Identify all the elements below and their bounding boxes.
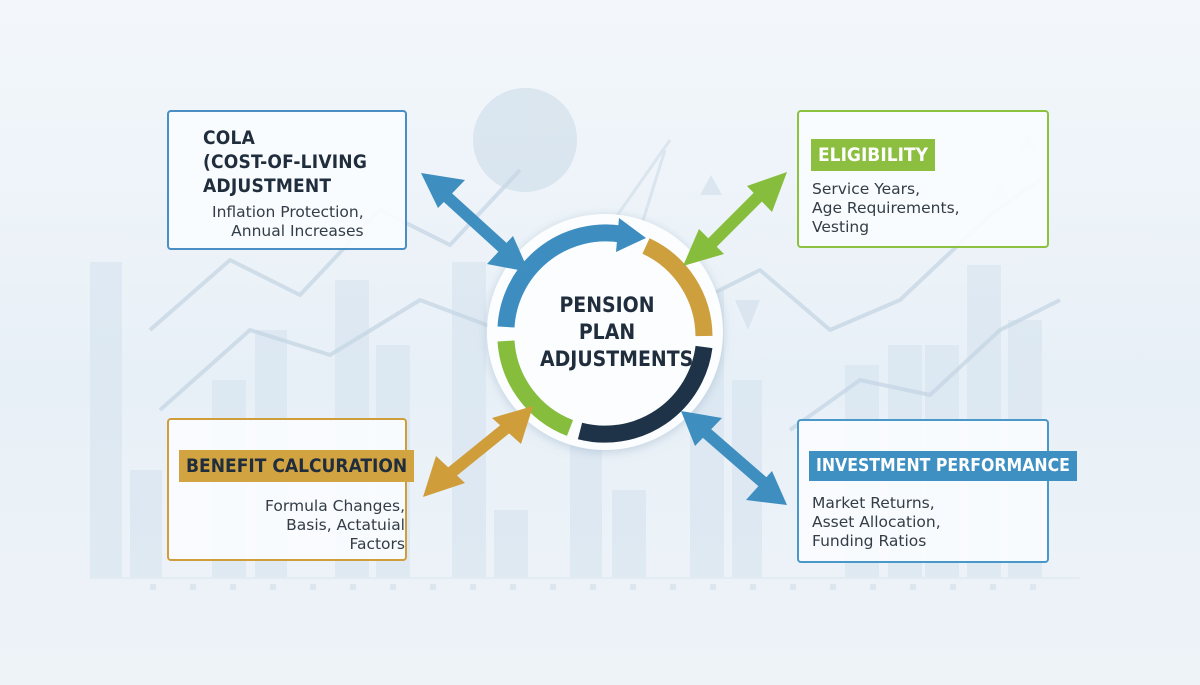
cycle-arrowhead-blue	[616, 218, 646, 252]
arrow-eligibility	[683, 172, 787, 266]
cola-description: Inflation Protection, Annual Increases	[212, 203, 364, 240]
cola-card: COLA (COST-OF-LIVING ADJUSTMENT Inflatio…	[167, 110, 407, 250]
investment-performance-card: INVESTMENT PERFORMANCE Market Returns, A…	[797, 419, 1077, 563]
benefit-title-tag: BENEFIT CALCURATION	[179, 450, 415, 482]
investment-title-tag: INVESTMENT PERFORMANCE	[809, 451, 1077, 481]
investment-description: Market Returns, Asset Allocation, Fundin…	[812, 494, 941, 550]
cycle-segment-green	[497, 340, 574, 436]
eligibility-description: Service Years, Age Requirements, Vesting	[812, 180, 960, 236]
center-disc	[487, 214, 723, 450]
arrow-investment	[681, 411, 787, 505]
benefit-calculation-card: BENEFIT CALCURATION Formula Changes, Bas…	[167, 418, 415, 561]
cola-title: COLA (COST-OF-LIVING ADJUSTMENT	[203, 127, 368, 197]
center-title: PENSION PLAN ADJUSTMENTS	[540, 293, 694, 371]
eligibility-title-tag: ELIGIBILITY	[811, 139, 935, 171]
cycle-segment-gold	[642, 238, 713, 337]
cycle-segment-blue	[497, 224, 623, 328]
arrow-benefit	[423, 406, 533, 497]
eligibility-card: ELIGIBILITY Service Years, Age Requireme…	[797, 110, 1049, 248]
benefit-description: Formula Changes, Basis, Actatuial Factor…	[265, 497, 405, 553]
cycle-segment-navy	[577, 345, 713, 443]
arrow-cola	[421, 173, 529, 272]
